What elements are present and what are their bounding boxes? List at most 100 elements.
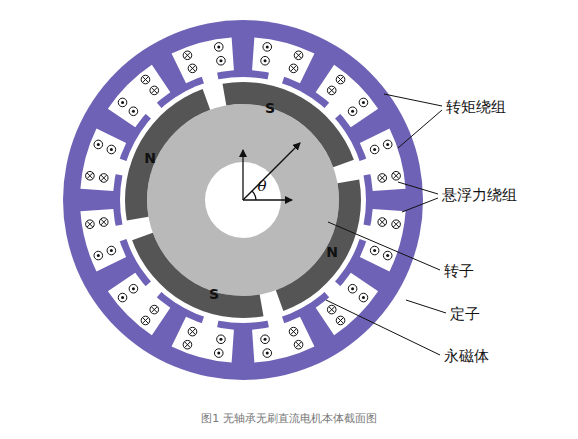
coil-dot [362, 296, 365, 299]
coil-cross [143, 77, 149, 83]
figure-caption: 图1 无轴承无刷直流电机本体截面图 [201, 411, 377, 426]
coil-symbol [392, 171, 401, 180]
coil-cross [329, 307, 335, 313]
coil-symbol [263, 43, 272, 52]
coil-cross [87, 173, 93, 179]
coil-dot [110, 249, 113, 252]
coil-symbol [94, 251, 103, 260]
magnet [125, 89, 210, 220]
coil-dot [362, 101, 365, 104]
coil-dot [110, 148, 113, 151]
coil-dot [266, 352, 269, 355]
leader-lines [326, 94, 446, 355]
coil-cross [151, 307, 157, 313]
coil-symbol [150, 305, 159, 314]
axes [243, 143, 300, 200]
coil-symbol [129, 284, 138, 293]
coil-cross [151, 88, 157, 94]
coil-symbol [107, 145, 116, 154]
coil-dot [132, 287, 135, 290]
part-name: 悬浮力绕组 [442, 186, 517, 205]
coil-dot [264, 338, 267, 341]
coil-symbol [378, 218, 387, 227]
coil-symbol [141, 316, 150, 325]
coil-dot [386, 254, 389, 257]
coil-symbol [327, 86, 336, 95]
coil-symbol [188, 327, 197, 336]
coil-symbol [336, 316, 345, 325]
coil-dot [351, 110, 354, 113]
coil-symbol [336, 75, 345, 84]
angle-symbol: θ [257, 177, 266, 195]
part-name: 转子 [444, 262, 474, 281]
coil-symbol [348, 107, 357, 116]
pole-label: S [265, 100, 275, 116]
coil-dot [351, 287, 354, 290]
coil-dot [121, 296, 124, 299]
permanent-magnets [125, 82, 361, 318]
magnet [132, 233, 263, 318]
coil-dot [264, 59, 267, 62]
coil-symbol [327, 305, 336, 314]
coil-dot [97, 143, 100, 146]
coil-symbol [294, 51, 303, 60]
coil-dot [121, 101, 124, 104]
coil-cross [338, 318, 344, 324]
coil-symbol [261, 335, 270, 344]
pole-label: S [209, 286, 219, 302]
coil-symbol [107, 246, 116, 255]
coil-symbol [94, 140, 103, 149]
coil-symbol [183, 51, 192, 60]
coil-symbol [118, 98, 127, 107]
coil-dot [97, 254, 100, 257]
coil-symbol [118, 293, 127, 302]
coil-dot [217, 352, 220, 355]
coil-symbol [383, 251, 392, 260]
part-name: 定子 [450, 305, 480, 324]
coil-symbol [214, 349, 223, 358]
coil-symbol [86, 171, 95, 180]
coil-symbol [383, 140, 392, 149]
coil-cross [190, 66, 196, 72]
part-name: 转矩绕组 [446, 98, 506, 117]
coil-dot [266, 45, 269, 48]
coil-dot [217, 45, 220, 48]
coil-cross [379, 175, 385, 181]
coil-cross [185, 52, 191, 58]
coil-symbol [263, 349, 272, 358]
coil-cross [185, 342, 191, 348]
coil-symbol [359, 98, 368, 107]
coil-symbol [86, 220, 95, 229]
coil-cross [379, 219, 385, 225]
coil-cross [291, 329, 297, 335]
coil-symbol [129, 107, 138, 116]
coil-dot [373, 249, 376, 252]
coil-cross [101, 219, 107, 225]
coil-symbol [183, 340, 192, 349]
air-gap [120, 77, 366, 323]
coil-cross [87, 221, 93, 227]
coil-symbol [370, 145, 379, 154]
coil-cross [190, 329, 196, 335]
stator [63, 20, 423, 380]
coil-cross [101, 175, 107, 181]
coil-symbol [289, 327, 298, 336]
coil-symbol [294, 340, 303, 349]
coil-dot [219, 338, 222, 341]
coil-symbol [392, 220, 401, 229]
coil-symbol [378, 174, 387, 183]
coil-cross [291, 66, 297, 72]
coil-cross [296, 52, 302, 58]
part-name: 永磁体 [444, 347, 489, 366]
coil-symbol [217, 56, 226, 65]
coil-symbol [99, 218, 108, 227]
coil-dot [373, 148, 376, 151]
coil-symbol [141, 75, 150, 84]
coil-cross [338, 77, 344, 83]
windings [86, 43, 401, 358]
pole-label: N [144, 150, 156, 166]
coil-symbol [370, 246, 379, 255]
coil-symbol [261, 56, 270, 65]
